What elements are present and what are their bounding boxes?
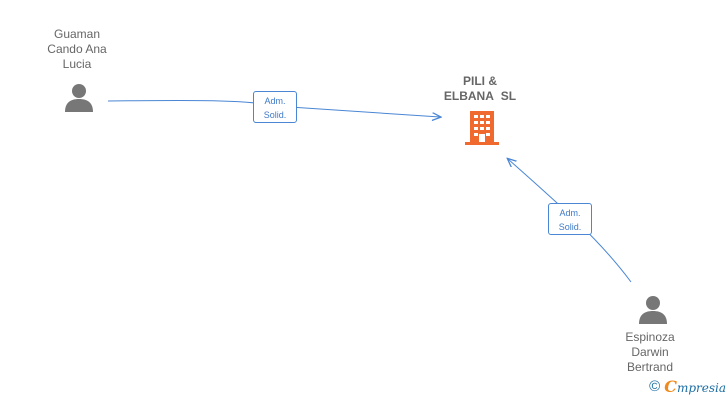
person-icon[interactable]	[638, 295, 668, 325]
brand-logo-letter: C	[664, 377, 677, 396]
company-name-line: ELBANA SL	[443, 89, 517, 103]
relation-label-line: Adm.	[264, 96, 286, 106]
person-name-line: Darwin	[631, 345, 669, 359]
building-icon[interactable]	[465, 110, 499, 146]
person-name-line: Cando Ana	[47, 42, 107, 56]
relation-label-line: Adm.	[559, 208, 581, 218]
copyright-icon: ©	[649, 378, 661, 395]
footer-brand: © Cmpresia	[649, 377, 726, 396]
brand-logo: Cmpresia	[664, 377, 726, 396]
person-name-line: Espinoza	[625, 330, 675, 344]
relation-label-line: Solid.	[263, 110, 287, 120]
company-name-line: PILI &	[462, 74, 497, 88]
company-name[interactable]: PILI & ELBANA SL	[420, 74, 540, 104]
brand-logo-text: mpresia	[676, 381, 726, 395]
person-icon[interactable]	[64, 83, 94, 113]
person-name-line: Lucia	[62, 57, 92, 71]
person-name-line: Bertrand	[626, 360, 674, 374]
person-name-line: Guaman	[53, 27, 101, 41]
person-name-espinoza: Espinoza Darwin Bertrand	[595, 330, 705, 375]
relation-label-line: Solid.	[558, 222, 582, 232]
relation-label[interactable]: Adm. Solid.	[253, 91, 297, 123]
person-name-guaman: Guaman Cando Ana Lucia	[22, 27, 132, 72]
relation-label[interactable]: Adm. Solid.	[548, 203, 592, 235]
